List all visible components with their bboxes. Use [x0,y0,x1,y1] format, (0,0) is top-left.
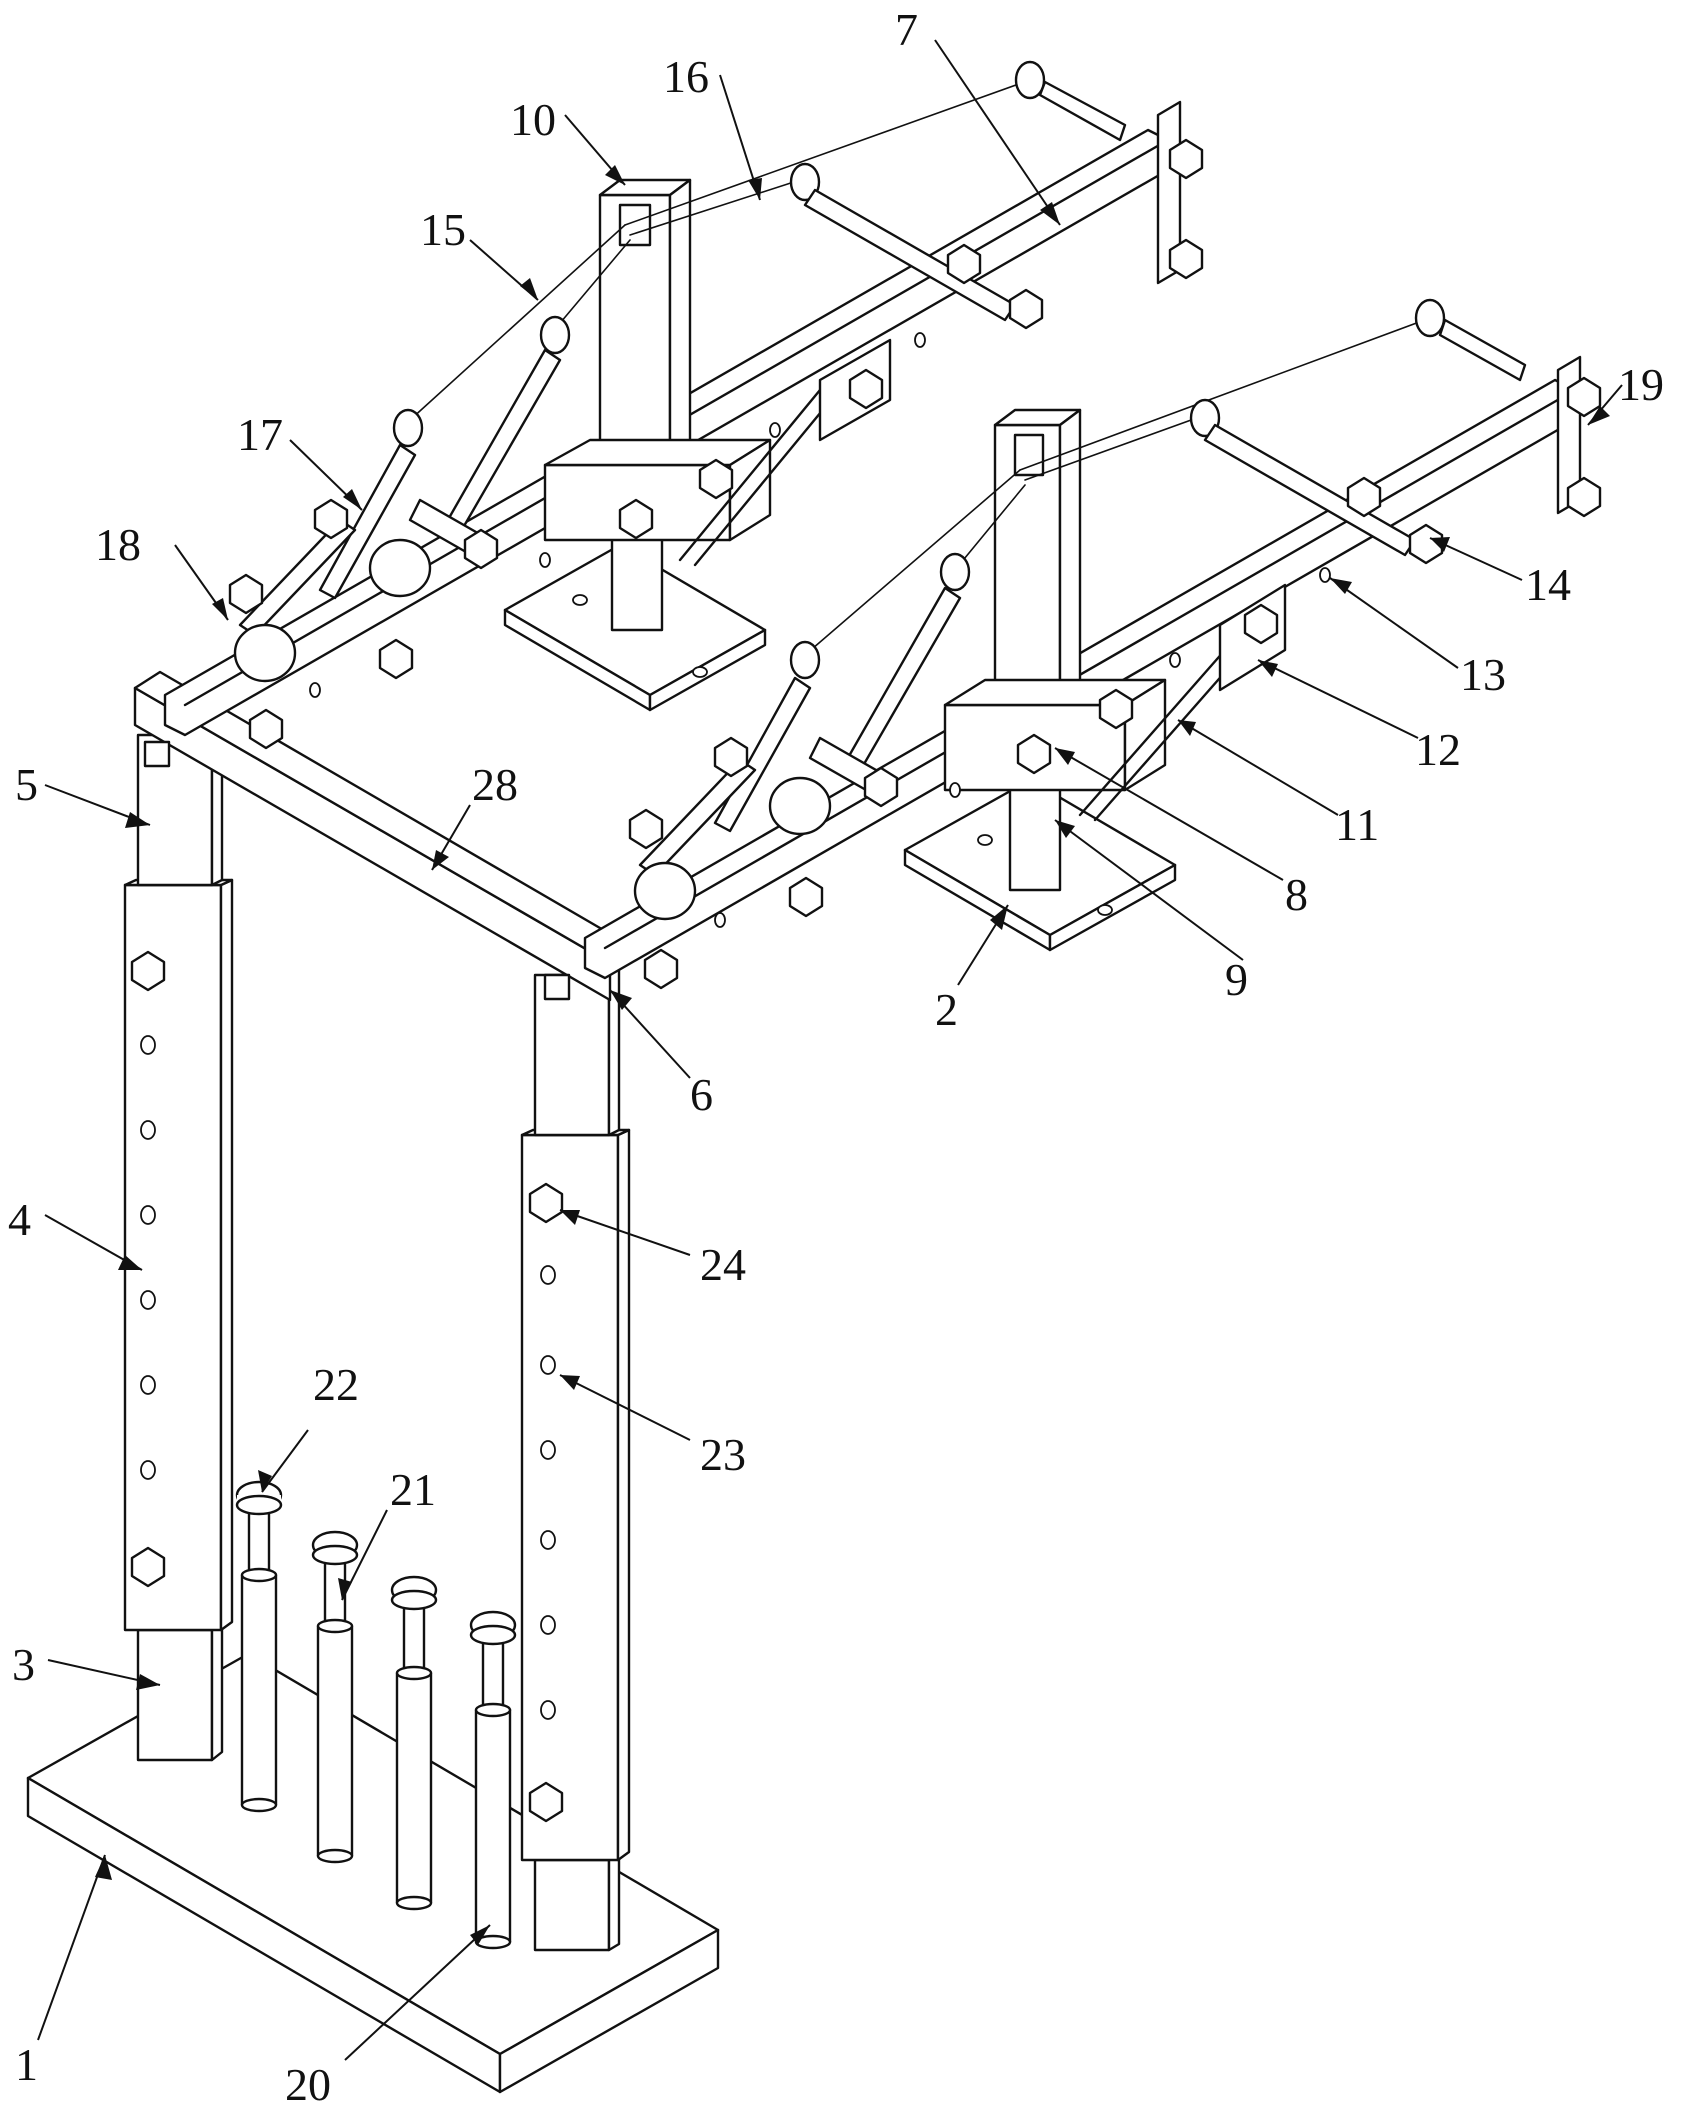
right-column [522,969,629,1950]
outer-sleeve [522,1135,618,1860]
label-3: 3 [12,1639,35,1690]
label-1: 1 [15,2039,38,2090]
locking-bolt [530,1783,562,1821]
label-19: 19 [1618,359,1664,410]
label-7: 7 [895,4,918,55]
label-5: 5 [15,759,38,810]
outer-sleeve [125,885,221,1630]
label-24: 24 [700,1239,746,1290]
storage-pin [392,1577,436,1909]
label-21: 21 [390,1464,436,1515]
label-11: 11 [1335,799,1379,850]
label-2: 2 [935,984,958,1035]
label-22: 22 [313,1359,359,1410]
label-20: 20 [285,2059,331,2110]
label-10: 10 [510,94,556,145]
storage-pin [471,1612,515,1948]
label-23: 23 [700,1429,746,1480]
locking-bolt [132,1548,164,1586]
label-14: 14 [1525,559,1571,610]
lower-tube [138,1630,212,1760]
label-12: 12 [1415,724,1461,775]
label-15: 15 [420,204,466,255]
label-17: 17 [237,409,283,460]
label-13: 13 [1460,649,1506,700]
label-4: 4 [8,1194,31,1245]
label-18: 18 [95,519,141,570]
label-6: 6 [690,1069,713,1120]
left-column [125,729,232,1760]
label-9: 9 [1225,954,1248,1005]
storage-pin [237,1482,281,1811]
locking-bolt [132,952,164,990]
locking-bolt [530,1184,562,1222]
label-8: 8 [1285,869,1308,920]
lower-tube [535,1860,609,1950]
label-28: 28 [472,759,518,810]
label-16: 16 [663,51,709,102]
